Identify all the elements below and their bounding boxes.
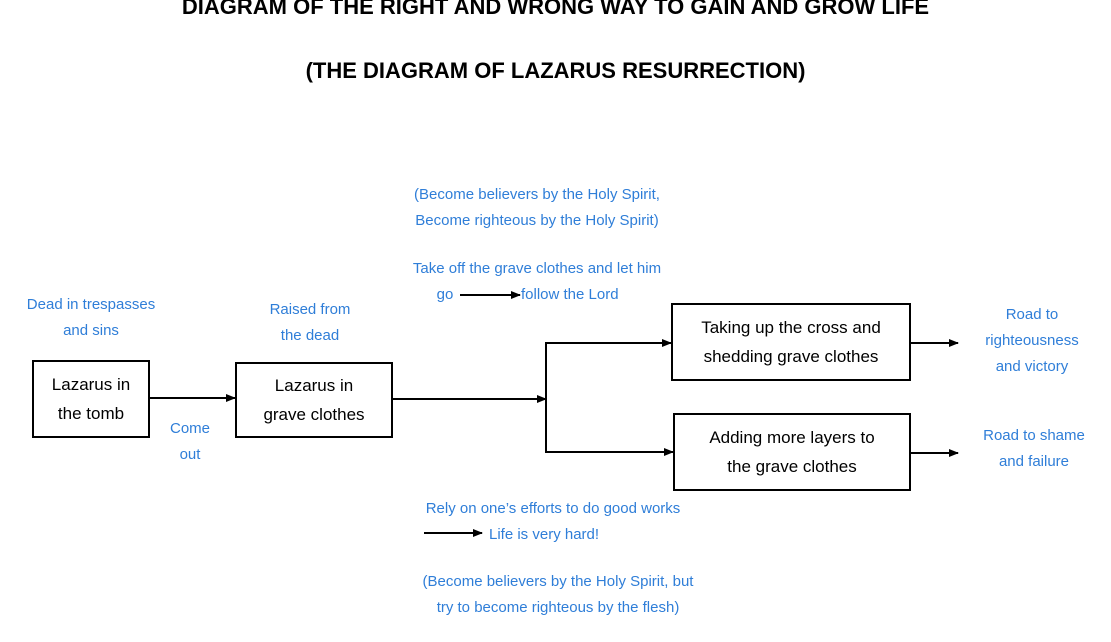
- label-believers-by-flesh: (Become believers by the Holy Spirit, bu…: [422, 573, 694, 616]
- label-follow-the-lord: follow the Lord: [521, 286, 619, 303]
- diagram-title: DIAGRAM OF THE RIGHT AND WRONG WAY TO GA…: [181, 0, 930, 19]
- diagram-subtitle: (THE DIAGRAM OF LAZARUS RESURRECTION): [305, 58, 806, 83]
- label-take-off-go: go: [436, 286, 454, 303]
- label-rely-on-efforts: Rely on one’s efforts to do good works: [425, 500, 681, 517]
- branch-vertical-line: [545, 342, 672, 453]
- label-believers-by-spirit: (Become believers by the Holy Spirit,Bec…: [414, 186, 660, 229]
- label-take-off-grave-clothes-line1: Take off the grave clothes and let him: [412, 260, 662, 277]
- label-life-is-hard: Life is very hard!: [489, 526, 600, 543]
